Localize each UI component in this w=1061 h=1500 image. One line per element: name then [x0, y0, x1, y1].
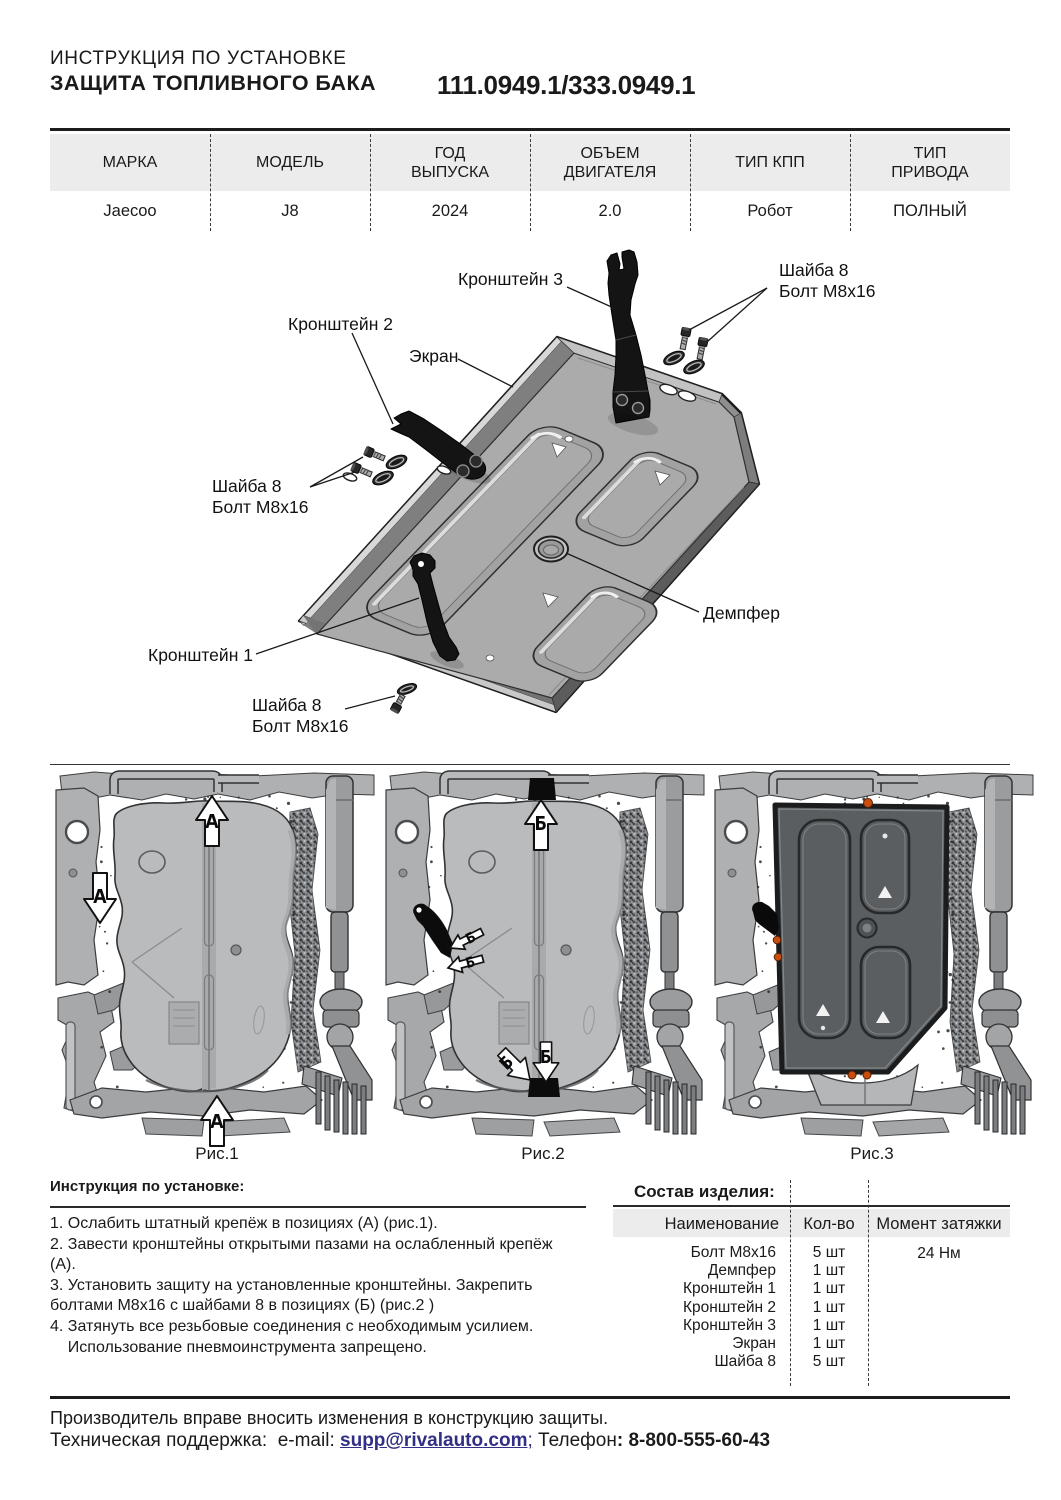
svg-text:Шайба 8: Шайба 8: [252, 695, 322, 715]
svg-text:Болт М8х16: Болт М8х16: [779, 281, 875, 301]
svg-text:Болт М8х16: Болт М8х16: [212, 497, 308, 517]
svg-text:Кронштейн 1: Кронштейн 1: [148, 645, 253, 665]
svg-text:Болт М8х16: Болт М8х16: [252, 716, 348, 736]
svg-text:Кронштейн 2: Кронштейн 2: [288, 314, 393, 334]
svg-text:Демпфер: Демпфер: [703, 603, 780, 623]
svg-text:Шайба 8: Шайба 8: [212, 476, 282, 496]
svg-text:Экран: Экран: [409, 346, 458, 366]
svg-text:Шайба 8: Шайба 8: [779, 260, 849, 280]
svg-text:Кронштейн 3: Кронштейн 3: [458, 269, 563, 289]
